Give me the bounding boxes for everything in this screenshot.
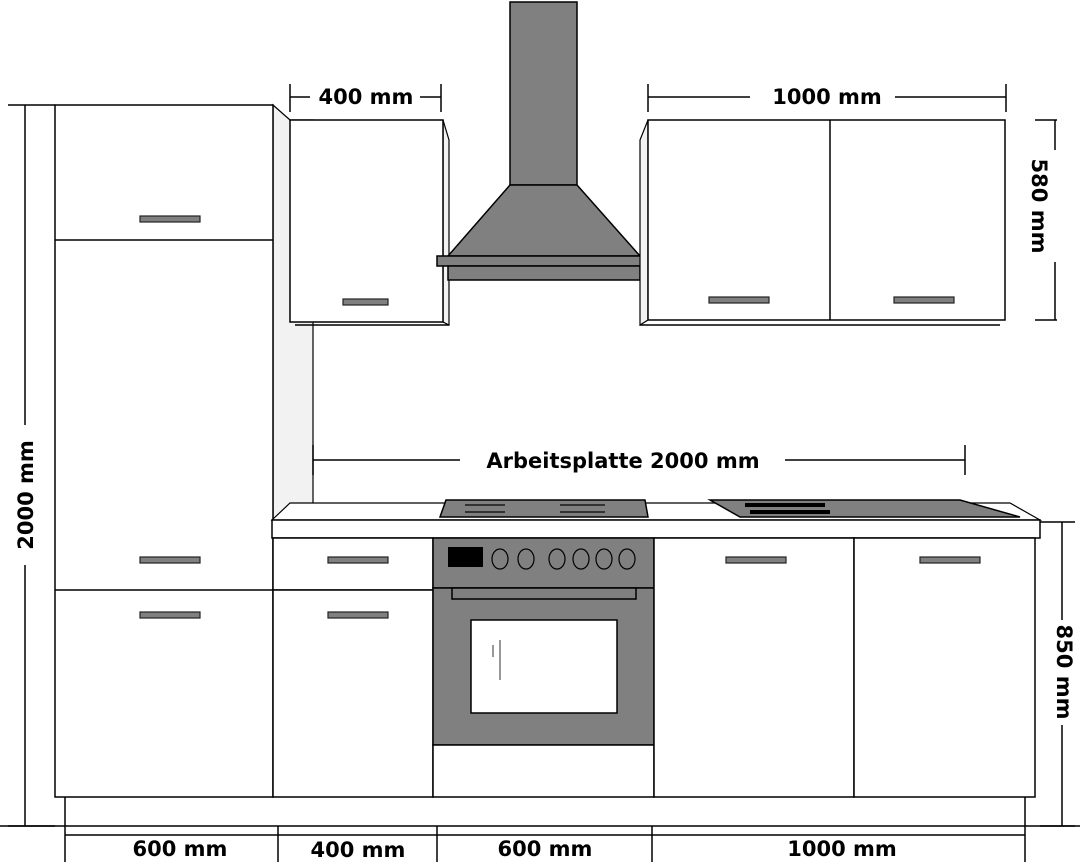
handle: [725, 556, 787, 564]
dim-bottom-600-tall: 600 mm: [133, 837, 228, 861]
handle: [139, 556, 201, 564]
extractor-hood: [436, 1, 652, 281]
dim-worktop: Arbeitsplatte 2000 mm: [486, 449, 759, 473]
handle: [708, 296, 770, 304]
handle: [139, 215, 201, 223]
upper-cabinet-400: [289, 119, 450, 326]
base-cabinet-400: [272, 537, 434, 798]
base-cabinet-1000: [653, 537, 1036, 798]
dim-upper-left-width: 400 mm: [319, 85, 414, 109]
oven: [432, 537, 655, 798]
worktop: [270, 499, 1043, 539]
oven-window: [470, 619, 618, 714]
dim-base-height: 850 mm: [1052, 625, 1076, 720]
dim-upper-right-width: 1000 mm: [772, 85, 882, 109]
handle: [919, 556, 981, 564]
dim-bottom-400: 400 mm: [311, 838, 406, 862]
handle: [139, 611, 201, 619]
plinth: [64, 797, 1026, 826]
handle: [342, 298, 389, 306]
handle: [327, 611, 389, 619]
handle: [893, 296, 955, 304]
hob-left: [438, 499, 649, 518]
dim-bottom-600-oven: 600 mm: [498, 837, 593, 861]
dim-bottom-1000: 1000 mm: [787, 837, 897, 861]
oven-display: [448, 547, 483, 567]
handle: [327, 556, 389, 564]
dim-upper-height: 580 mm: [1027, 159, 1051, 254]
dim-total-height: 2000 mm: [14, 440, 38, 550]
dimension-lines: [0, 84, 1080, 862]
upper-cabinet-1000: [639, 119, 1006, 327]
tall-cabinet: [54, 104, 274, 798]
oven-knobs: [491, 548, 636, 570]
